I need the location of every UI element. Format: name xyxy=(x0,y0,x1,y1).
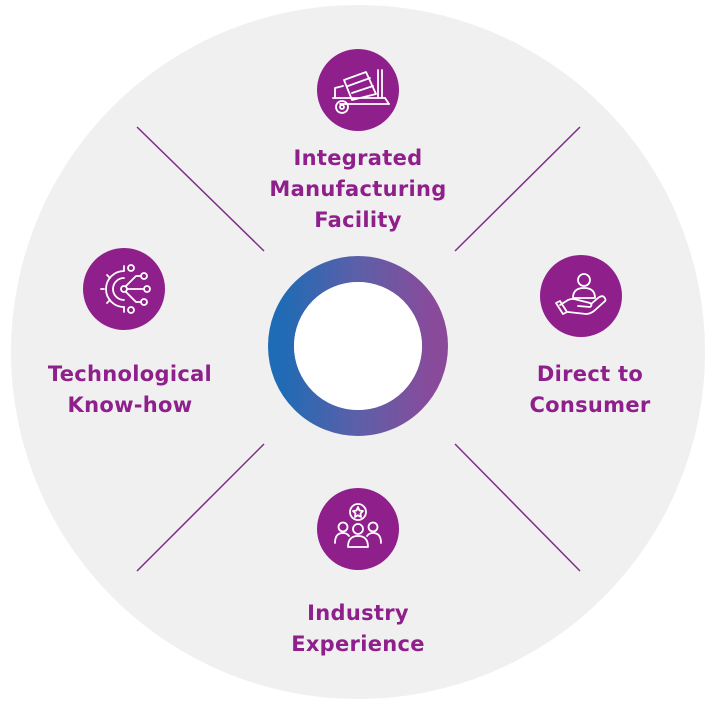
divider-bottom-right xyxy=(454,443,581,572)
label-line: Facility xyxy=(314,208,402,232)
label-line: Manufacturing xyxy=(269,177,447,201)
label-line: Industry xyxy=(307,601,409,625)
team-with-star-icon xyxy=(317,488,399,570)
label-line: Integrated xyxy=(293,146,423,170)
label-industry-experience: Industry Experience xyxy=(258,598,458,660)
gear-circuit-icon xyxy=(83,248,165,330)
label-line: Direct to xyxy=(536,362,644,386)
hand-holding-person-icon xyxy=(540,255,622,337)
label-line: Technological xyxy=(47,362,213,386)
divider-top-right xyxy=(454,126,581,252)
label-line: Experience xyxy=(291,632,425,656)
divider-top-left xyxy=(136,126,265,252)
divider-bottom-left xyxy=(136,443,265,572)
label-technological-know-how: Technological Know-how xyxy=(20,359,240,421)
divider-lines xyxy=(136,126,581,572)
label-line: Consumer xyxy=(529,393,651,417)
label-integrated-manufacturing-facility: Integrated Manufacturing Facility xyxy=(238,143,478,236)
center-hole xyxy=(294,282,422,410)
center-ring xyxy=(268,256,448,436)
label-line: Know-how xyxy=(67,393,193,417)
label-direct-to-consumer: Direct to Consumer xyxy=(500,359,680,421)
concrete-mixer-machine-icon xyxy=(317,49,399,131)
